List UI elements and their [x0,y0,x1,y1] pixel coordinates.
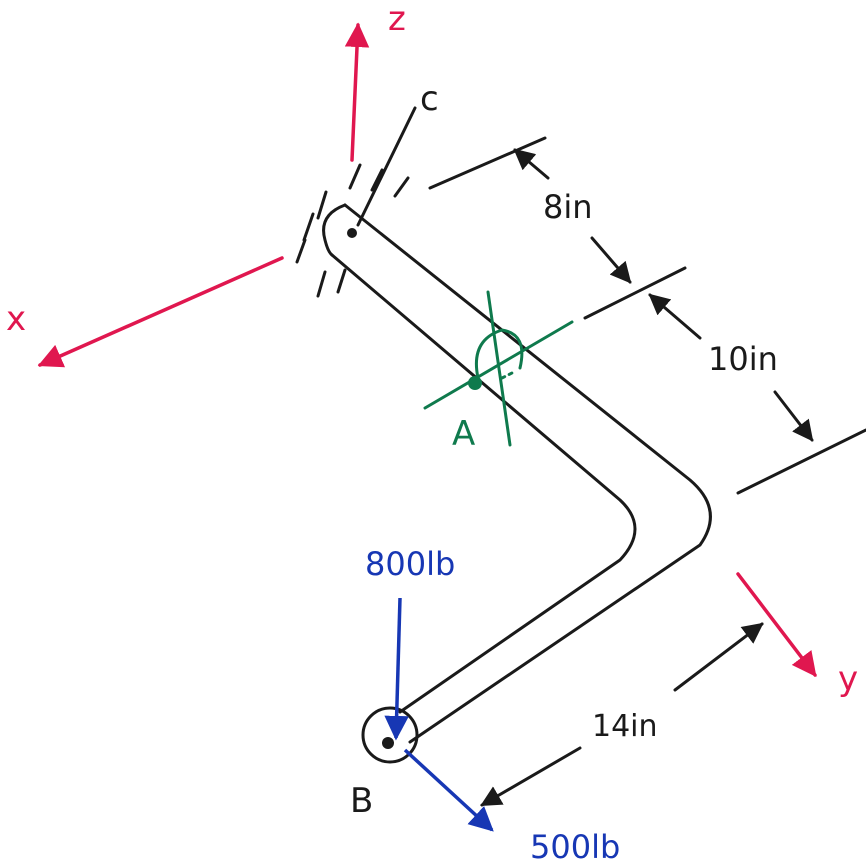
dim-arrow-8in-a [513,148,550,180]
dim-arrow-14in-b [480,746,582,807]
ext-line-1 [428,136,547,190]
support-label-c: c [420,79,439,119]
tip-point-b [382,737,394,749]
tip-circle [361,706,419,764]
x-axis [37,256,284,368]
dim-label-14in: 14in [592,709,658,744]
shaft-outline-upper [343,203,712,744]
support-leader-line [356,106,417,227]
dim-arrow-14in-a [673,622,764,692]
ext-line-2 [583,266,687,320]
section-point-a [468,376,482,390]
section-a-marker [423,290,574,447]
dim-arrow-10in-a [648,293,702,340]
dim-label-8in: 8in [543,188,593,226]
shaft-outline-lower [330,253,637,714]
dimension-lines [428,136,866,807]
tip-label-b: B [350,781,373,821]
dim-label-10in: 10in [708,340,778,378]
axis-system [37,22,817,677]
x-axis-label: x [6,299,26,339]
vertical-load-label: 800lb [365,545,455,583]
bent-shaft [322,203,712,764]
horizontal-load-label: 500lb [530,828,620,865]
y-axis-label: y [838,659,858,699]
horizontal-load-arrow [403,748,494,832]
dim-arrow-8in-b [590,236,632,284]
section-label-a: A [452,414,475,454]
dim-arrow-10in-b [773,390,814,442]
shaft-end-cap [322,203,347,257]
z-axis [344,22,370,162]
y-axis [736,572,817,677]
support-point-c [347,228,357,238]
ext-line-3 [736,428,866,495]
z-axis-label: z [388,0,406,39]
vertical-load-arrow [384,597,409,741]
support-hatching [295,163,410,298]
